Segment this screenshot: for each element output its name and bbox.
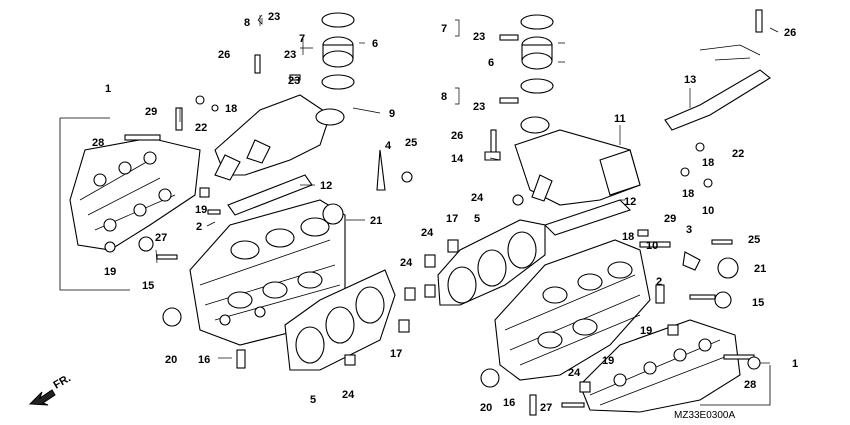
- callout-22: 22: [195, 122, 207, 134]
- callout-24: 24: [342, 389, 355, 401]
- callout-23: 23: [473, 101, 485, 113]
- right-fuel-rail: [664, 9, 771, 131]
- callout-10: 10: [646, 240, 658, 252]
- callout-18: 18: [622, 231, 634, 243]
- callout-25: 25: [748, 234, 760, 246]
- right-head-gasket: [437, 219, 546, 306]
- callout-27: 27: [155, 232, 167, 244]
- callout-28: 28: [744, 379, 756, 391]
- callout-24: 24: [471, 192, 484, 204]
- left-leader-lines: [155, 14, 381, 359]
- callouts: 8 23 7 23 6 26 23 1 29 18 9 22 28 4 25 1…: [92, 11, 798, 414]
- callout-13: 13: [684, 74, 696, 86]
- callout-6: 6: [372, 38, 378, 50]
- callout-23: 23: [268, 11, 280, 23]
- left-cylinder-head: [189, 199, 346, 346]
- callout-8: 8: [244, 17, 250, 29]
- callout-18: 18: [225, 103, 237, 115]
- front-label: FR.: [52, 372, 73, 391]
- callout-17: 17: [390, 348, 402, 360]
- callout-22: 22: [732, 148, 744, 160]
- callout-12: 12: [624, 196, 636, 208]
- left-small-parts: [104, 54, 416, 369]
- callout-2: 2: [196, 221, 202, 233]
- callout-4: 4: [385, 140, 392, 152]
- right-intake-manifold: [514, 116, 641, 206]
- callout-23: 23: [473, 31, 485, 43]
- callout-5: 5: [474, 213, 480, 225]
- callout-26: 26: [218, 49, 230, 61]
- callout-28: 28: [92, 137, 104, 149]
- callout-26: 26: [784, 27, 796, 39]
- callout-12: 12: [320, 180, 332, 192]
- callout-18: 18: [682, 188, 694, 200]
- callout-7: 7: [299, 33, 305, 45]
- right-clamp-stack: [520, 14, 554, 94]
- callout-24: 24: [421, 227, 434, 239]
- callout-17: 17: [446, 213, 458, 225]
- callout-5: 5: [310, 394, 316, 406]
- callout-19: 19: [195, 204, 207, 216]
- left-head-gasket: [284, 269, 396, 371]
- callout-1: 1: [105, 83, 111, 95]
- callout-26: 26: [451, 130, 463, 142]
- callout-24: 24: [568, 367, 581, 379]
- callout-3: 3: [686, 224, 692, 236]
- callout-20: 20: [480, 402, 492, 414]
- right-manifold-gasket: [543, 199, 632, 236]
- callout-21: 21: [370, 215, 382, 227]
- callout-19: 19: [104, 266, 116, 278]
- front-direction-arrow-icon: [28, 389, 56, 406]
- left-intake-manifold: [214, 94, 345, 181]
- callout-7: 7: [441, 23, 447, 35]
- diagram-code: MZ33E0300A: [674, 410, 735, 421]
- callout-29: 29: [664, 213, 676, 225]
- callout-23: 23: [284, 49, 296, 61]
- callout-27: 27: [540, 402, 552, 414]
- callout-21: 21: [754, 263, 766, 275]
- callout-18: 18: [702, 157, 714, 169]
- callout-15: 15: [142, 280, 154, 292]
- callout-19: 19: [602, 355, 614, 367]
- callout-16: 16: [503, 397, 515, 409]
- right-cylinder-head: [494, 239, 651, 381]
- callout-25: 25: [405, 137, 417, 149]
- callout-23: 23: [288, 75, 300, 87]
- callout-20: 20: [165, 354, 177, 366]
- right-head-cover: [579, 319, 771, 413]
- callout-1: 1: [792, 358, 798, 370]
- left-clamp-stack: [321, 12, 355, 90]
- callout-19: 19: [640, 325, 652, 337]
- right-leader-lines: [455, 19, 779, 364]
- callout-10: 10: [702, 205, 714, 217]
- left-head-cover: [59, 117, 201, 291]
- callout-6: 6: [488, 57, 494, 69]
- callout-11: 11: [614, 113, 626, 125]
- callout-29: 29: [145, 106, 157, 118]
- callout-15: 15: [752, 297, 764, 309]
- callout-2: 2: [656, 276, 662, 288]
- callout-24: 24: [400, 257, 413, 269]
- callout-8: 8: [441, 91, 447, 103]
- callout-16: 16: [198, 354, 210, 366]
- callout-14: 14: [451, 153, 464, 165]
- callout-9: 9: [389, 108, 395, 120]
